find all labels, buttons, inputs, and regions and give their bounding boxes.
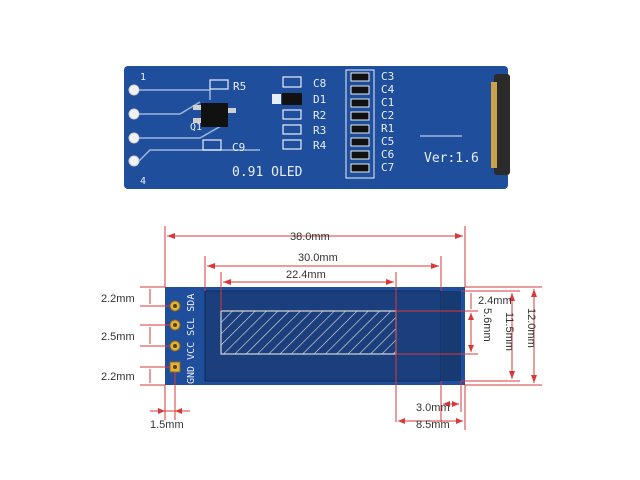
component-cluster-middle: C8 D1 R2 R3 R4 — [272, 76, 327, 152]
d1-label: D1 — [313, 93, 326, 106]
r1-footprint — [350, 124, 370, 134]
pin-marker-4: 4 — [140, 176, 146, 187]
dim-overall-width: 38.0mm — [290, 231, 330, 243]
r3-label: R3 — [313, 124, 326, 137]
c5-footprint — [350, 137, 370, 147]
dim-panel-height: 11.5mm — [503, 312, 515, 351]
d1-pad — [272, 94, 281, 104]
gnd-label: GND — [186, 366, 197, 384]
back-view: 1 4 R5 Q1 C9 C8 D1 — [124, 66, 510, 189]
front-view: GND VCC SCL SDA — [101, 226, 542, 431]
dim-pin-edge-offset: 1.5mm — [150, 419, 184, 431]
c5-label: C5 — [381, 135, 394, 148]
r4-footprint — [282, 139, 302, 150]
oled-flex-tail — [441, 291, 461, 381]
sda-label: SDA — [186, 294, 197, 312]
r2-label: R2 — [313, 109, 326, 122]
vcc-label: VCC — [186, 342, 197, 360]
dim-panel-width: 30.0mm — [298, 252, 338, 264]
r5-label: R5 — [233, 80, 246, 93]
c1-footprint — [350, 98, 370, 108]
dimension-lines — [140, 226, 542, 430]
c2-label: C2 — [381, 109, 394, 122]
dim-flex-width: 3.0mm — [416, 402, 450, 414]
c7-label: C7 — [381, 161, 394, 174]
c4-footprint — [350, 85, 370, 95]
back-flex-connector — [494, 74, 510, 175]
r2-footprint — [282, 109, 302, 120]
sda-pin-hole — [173, 304, 177, 308]
q1-lead — [228, 108, 236, 113]
component-cluster-right: C3 C4 C1 C2 R1 C5 C6 C7 — [345, 69, 395, 179]
pin-marker-1: 1 — [140, 72, 146, 83]
c2-footprint — [350, 111, 370, 121]
c9-footprint — [202, 139, 222, 151]
c9-label: C9 — [232, 141, 245, 154]
board-label: 0.91 OLED — [232, 165, 303, 180]
q1-transistor — [201, 103, 228, 127]
back-pin-pad-2 — [128, 108, 140, 120]
r5-footprint — [209, 79, 229, 90]
r4-label: R4 — [313, 139, 327, 152]
c4-label: C4 — [381, 83, 395, 96]
c1-label: C1 — [381, 96, 394, 109]
q1-lead — [193, 105, 201, 110]
back-flex-strip — [491, 82, 497, 168]
dim-active-area-height: 5.6mm — [481, 308, 493, 342]
r3-footprint — [282, 124, 302, 135]
back-pin-pads: 1 4 — [128, 72, 146, 187]
oled-active-area — [220, 310, 397, 355]
c3-label: C3 — [381, 70, 394, 83]
component-cluster-left: R5 Q1 C9 — [190, 79, 246, 154]
c8-footprint — [282, 76, 302, 88]
c3-footprint — [350, 72, 370, 82]
q1-label: Q1 — [190, 122, 202, 133]
dimension-arrows — [158, 233, 537, 424]
scl-label: SCL — [186, 318, 197, 336]
d1-diode — [282, 93, 302, 105]
gnd-pin-hole — [173, 365, 177, 369]
back-pin-pad-4 — [128, 155, 140, 167]
scl-pin-hole — [173, 323, 177, 327]
cap-row-outline — [345, 69, 375, 179]
c8-label: C8 — [313, 77, 326, 90]
back-traces — [138, 89, 462, 162]
vcc-pin-hole — [173, 344, 177, 348]
pin-labels: GND VCC SCL SDA — [186, 294, 197, 384]
c6-label: C6 — [381, 148, 394, 161]
back-pin-pad-3 — [128, 132, 140, 144]
c7-footprint — [350, 163, 370, 173]
dim-board-height: 12.0mm — [525, 308, 537, 348]
dim-active-area-width: 22.4mm — [286, 269, 326, 281]
r1-label: R1 — [381, 122, 394, 135]
version-label: Ver:1.6 — [424, 151, 479, 166]
q1-lead — [193, 118, 201, 123]
dim-pin-pitch: 2.5mm — [101, 331, 135, 343]
back-pcb-board — [124, 66, 508, 189]
c6-footprint — [350, 150, 370, 160]
back-pin-pad-1 — [128, 84, 140, 96]
dim-pin-bottom-margin: 2.2mm — [101, 371, 135, 383]
dim-panel-right-margin: 8.5mm — [416, 419, 450, 431]
dim-panel-top-offset: 2.4mm — [478, 295, 512, 307]
dim-pin-top-margin: 2.2mm — [101, 293, 135, 305]
